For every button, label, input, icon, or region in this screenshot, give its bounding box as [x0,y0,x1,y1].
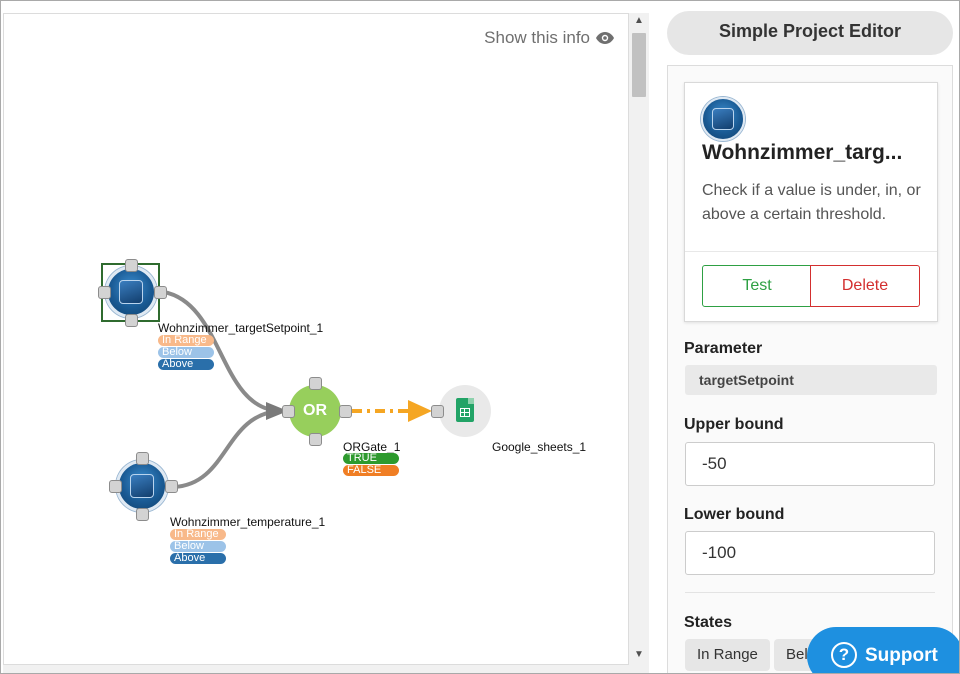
lower-bound-label: Lower bound [684,506,785,523]
state-tag-in-range: In Range [170,529,226,540]
node-label: Wohnzimmer_targetSetpoint_1 [158,321,324,335]
port-bottom[interactable] [125,314,138,327]
link-targetsetpoint-to-or[interactable] [163,290,281,413]
threshold-icon [116,460,168,512]
threshold-icon [105,266,157,318]
test-button[interactable]: Test [702,265,812,307]
show-info-toggle[interactable]: Show this info [484,28,614,48]
google-sheets-icon [456,398,474,422]
parameter-value[interactable]: targetSetpoint [685,365,937,395]
canvas-horizontal-scrollbar[interactable] [3,665,649,673]
state-chip-in-range[interactable]: In Range [685,639,770,671]
sheets-input-arrowhead [408,400,432,422]
node-label: Google_sheets_1 [492,440,587,454]
canvas-vertical-scrollbar[interactable]: ▲ ▼ [629,13,649,665]
node-label: Wohnzimmer_temperature_1 [170,515,326,529]
state-tag-true: TRUE [343,453,399,464]
state-tag-below: Below [158,347,214,358]
panel-body: Wohnzimmer_targ... Check if a value is u… [667,65,953,673]
port-top[interactable] [309,377,322,390]
state-tag-in-range: In Range [158,335,214,346]
node-description: Check if a value is under, in, or above … [702,182,921,223]
port-bottom[interactable] [309,433,322,446]
port-right[interactable] [154,286,167,299]
flow-canvas[interactable]: Show this info Wohnzimmer_targetSetpoint… [3,13,629,665]
node-label: ORGate_1 [343,440,401,454]
upper-bound-label: Upper bound [684,416,784,433]
lower-bound-input[interactable] [685,531,935,575]
card-divider [685,251,937,252]
port-left[interactable] [282,405,295,418]
scrollbar-thumb[interactable] [632,33,646,97]
or-gate-symbol: OR [289,385,341,437]
port-left[interactable] [109,480,122,493]
state-tag-below: Below [170,541,226,552]
port-right[interactable] [165,480,178,493]
node-name: Wohnzimmer_targ... [702,141,903,164]
link-temperature-to-or[interactable] [173,409,281,489]
state-tag-above: Above [170,553,226,564]
port-bottom[interactable] [136,508,149,521]
state-tag-false: FALSE [343,465,399,476]
port-right[interactable] [339,405,352,418]
show-info-label: Show this info [484,28,590,47]
node-info-card: Wohnzimmer_targ... Check if a value is u… [684,82,938,322]
editor-panel: Simple Project Editor Wohnzimmer_targ...… [667,1,957,673]
scroll-down-arrow-icon[interactable]: ▼ [634,649,644,660]
port-left[interactable] [98,286,111,299]
connections-layer [163,290,432,489]
upper-bound-input[interactable] [685,442,935,486]
help-icon: ? [831,642,857,668]
eye-icon [596,32,614,44]
section-divider [685,592,935,593]
port-top[interactable] [125,259,138,272]
states-label: States [684,614,733,631]
delete-button[interactable]: Delete [810,265,920,307]
threshold-icon [701,97,745,141]
support-button[interactable]: ? Support [807,627,959,673]
sheets-node-circle [439,385,491,437]
scroll-up-arrow-icon[interactable]: ▲ [634,15,644,26]
state-tag-above: Above [158,359,214,370]
parameter-label: Parameter [684,340,763,357]
panel-title: Simple Project Editor [667,11,953,55]
port-left[interactable] [431,405,444,418]
support-label: Support [865,645,938,666]
or-input-arrowhead [266,402,288,420]
port-top[interactable] [136,452,149,465]
